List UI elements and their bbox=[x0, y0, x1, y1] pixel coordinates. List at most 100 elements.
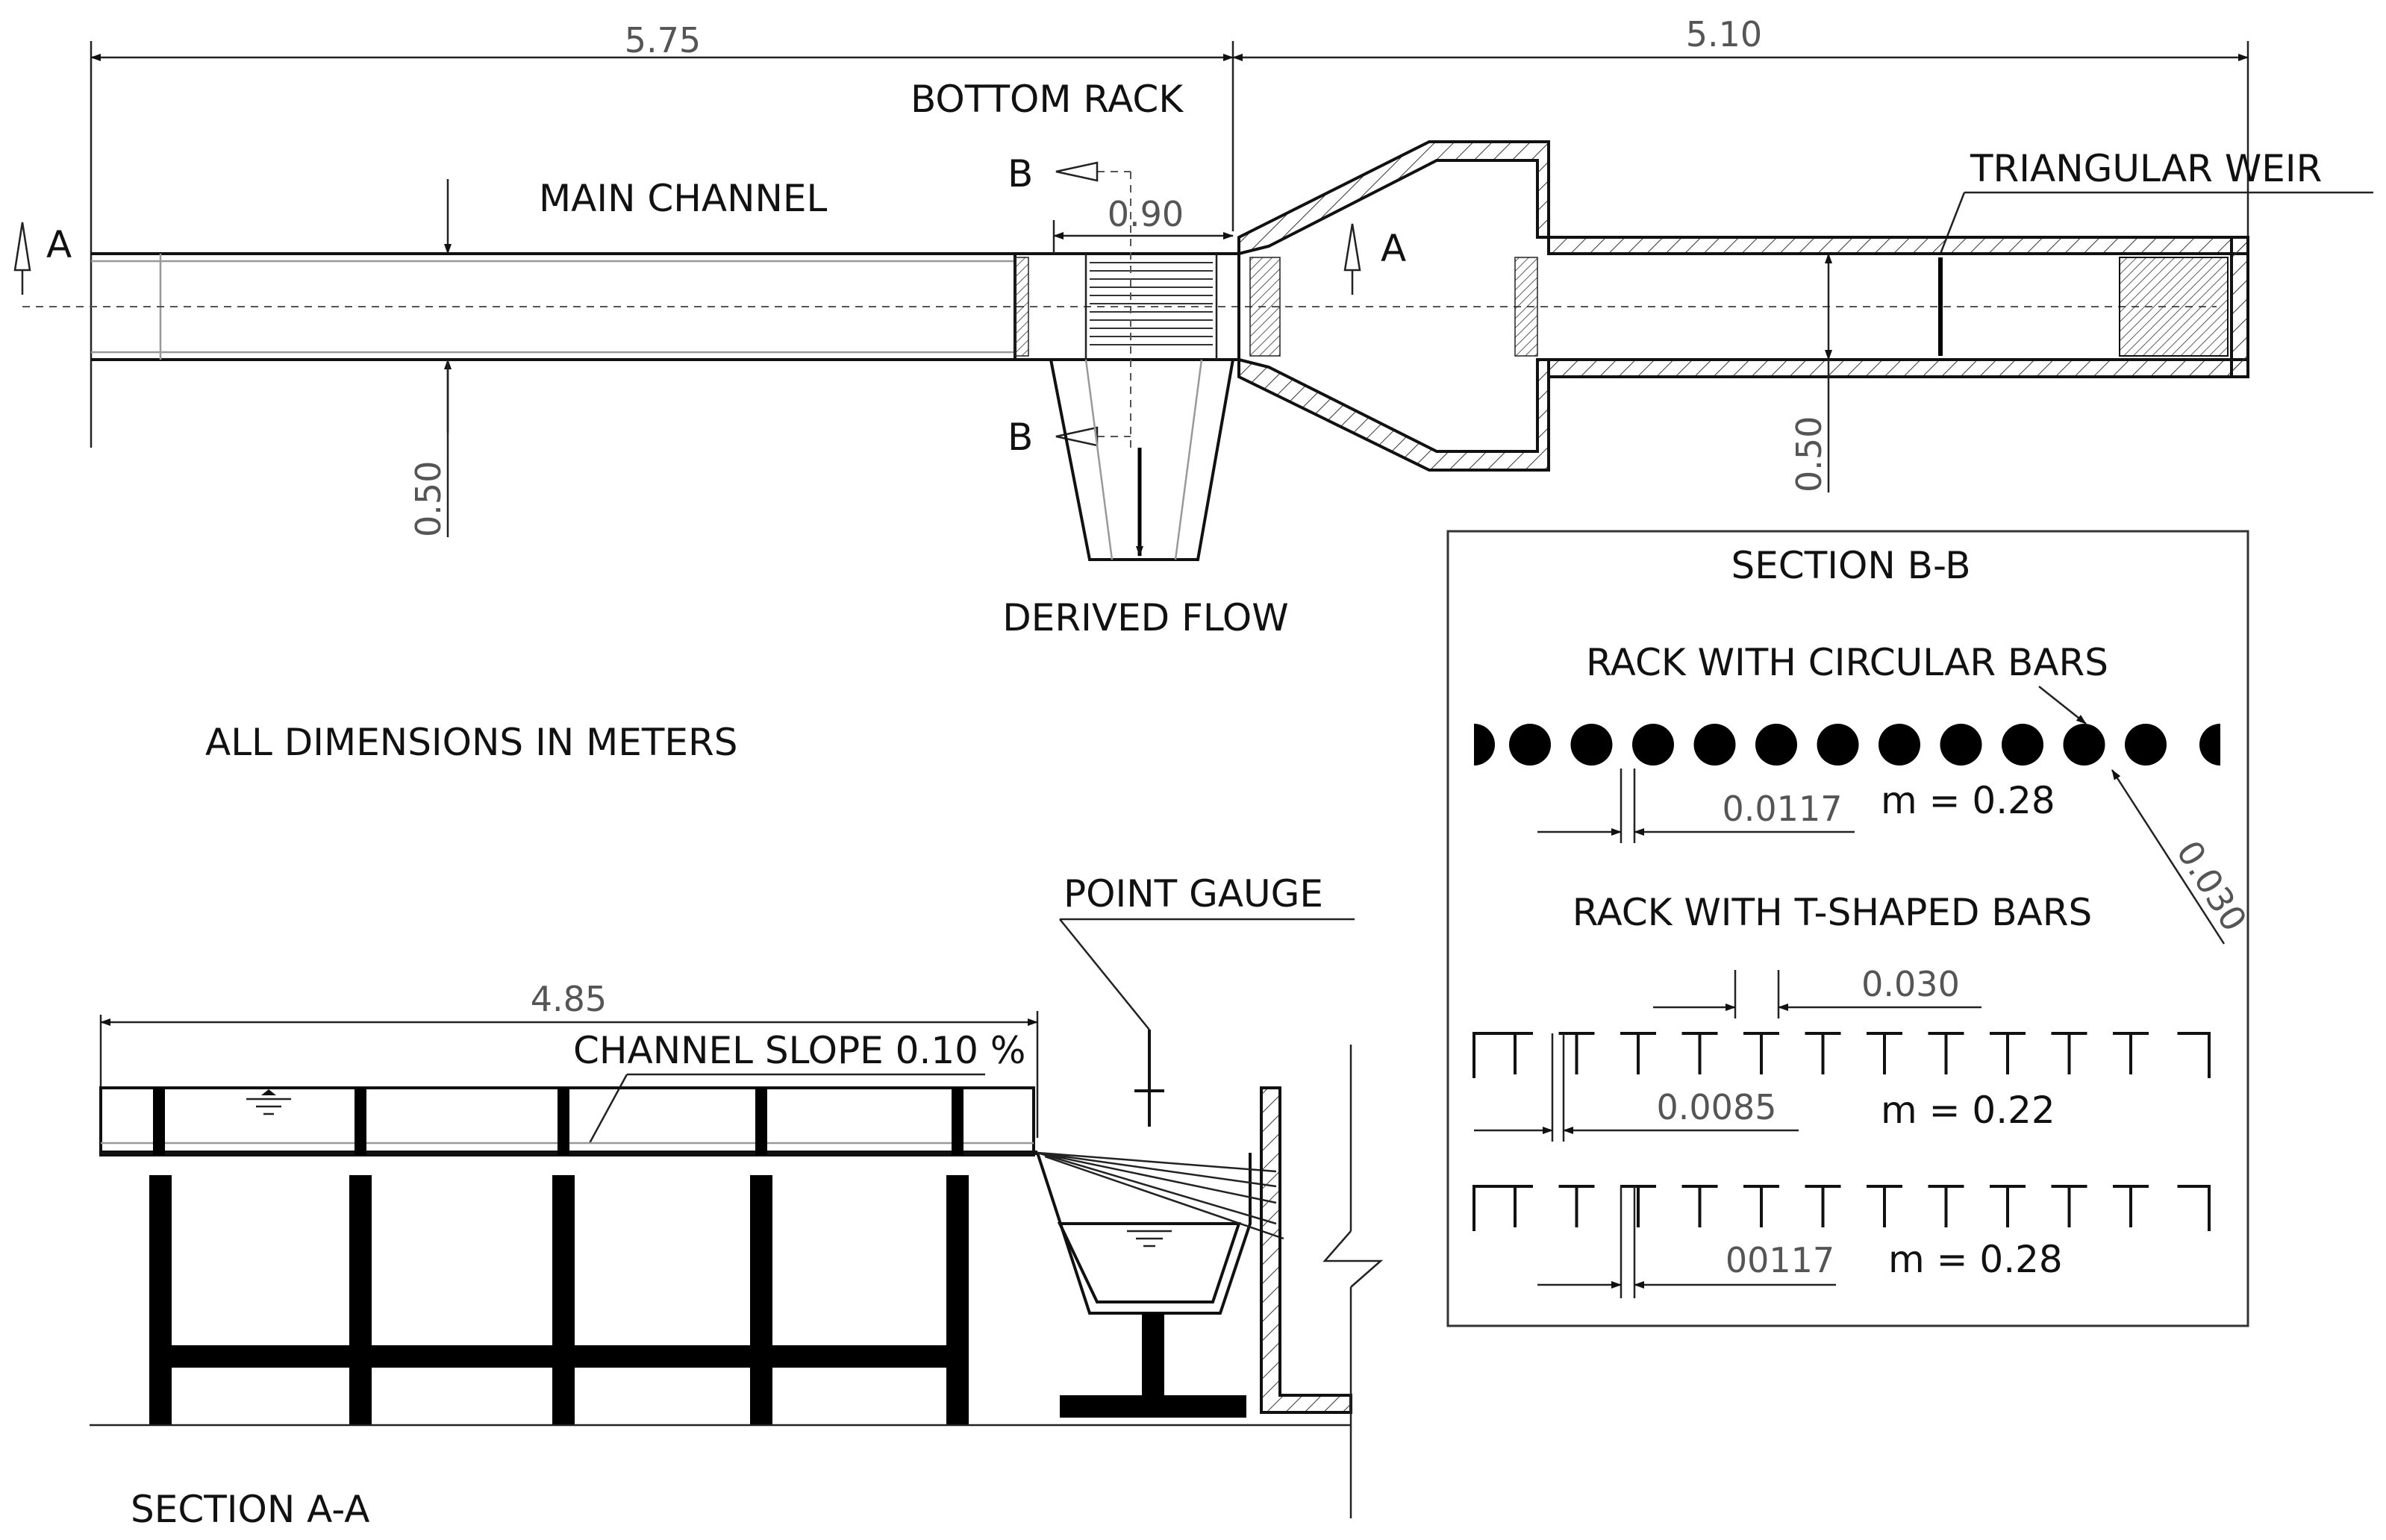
dim-label-main-length: 5.75 bbox=[625, 20, 701, 60]
transition-wall-bottom bbox=[1237, 357, 1550, 472]
tshaped-bar bbox=[1867, 1032, 1902, 1074]
tshaped-spacing-2-label: 00117 bbox=[1726, 1240, 1834, 1280]
point-gauge-label: POINT GAUGE bbox=[1064, 872, 1323, 915]
tshaped-bar bbox=[2113, 1032, 2149, 1074]
tank-support bbox=[1142, 1313, 1164, 1395]
dim-label-channel-width-right: 0.50 bbox=[1789, 416, 1829, 492]
tshaped-spacing-1-label: 0.0085 bbox=[1657, 1087, 1777, 1127]
plan-view: 5.75 5.10 BOTTOM RACK MAIN CHANNEL TRIAN… bbox=[13, 14, 2373, 639]
units-note: ALL DIMENSIONS IN METERS bbox=[205, 721, 737, 764]
tshaped-bar bbox=[2113, 1185, 2149, 1227]
tshaped-bar bbox=[1497, 1032, 1533, 1074]
section-a-arrow-left bbox=[13, 222, 31, 272]
circular-bar bbox=[1817, 724, 1859, 766]
circular-bar bbox=[2125, 724, 2167, 766]
slope-leader bbox=[588, 1074, 628, 1144]
collection-tank bbox=[1036, 1152, 1252, 1315]
section-a-marker-left: A bbox=[46, 223, 72, 266]
diameter-leader-top bbox=[2038, 686, 2087, 724]
dim-label-rack-width: 0.90 bbox=[1108, 194, 1184, 234]
circular-bar bbox=[1693, 724, 1736, 766]
channel-slope-label: CHANNEL SLOPE 0.10 % bbox=[573, 1029, 1025, 1072]
tshaped-bar bbox=[1990, 1185, 2026, 1227]
tshaped-m-2-label: m = 0.28 bbox=[1888, 1238, 2063, 1281]
circular-bar bbox=[1509, 724, 1551, 766]
tshaped-bar-end bbox=[1472, 1185, 1500, 1231]
tshaped-bar-end bbox=[2177, 1185, 2211, 1231]
break-symbol bbox=[1322, 1230, 1384, 1288]
channel-post bbox=[153, 1088, 165, 1155]
derived-flow-label: DERIVED FLOW bbox=[1002, 596, 1288, 639]
circular-bar bbox=[1632, 724, 1674, 766]
outlet-wall bbox=[1260, 1086, 1352, 1414]
diameter-leader-bottom bbox=[2111, 769, 2226, 945]
section-b-marker-top: B bbox=[1008, 152, 1033, 195]
downstream-wall-top bbox=[1547, 236, 2249, 255]
tshaped-bar bbox=[1867, 1185, 1902, 1227]
tshaped-width-label: 0.030 bbox=[1861, 964, 1960, 1004]
circular-bar bbox=[2063, 724, 2105, 766]
derived-flow-hopper bbox=[1049, 359, 1234, 561]
tshaped-m-1-label: m = 0.22 bbox=[1881, 1089, 2055, 1132]
circular-m-label: m = 0.28 bbox=[1881, 779, 2055, 822]
section-b-arrow-bottom bbox=[1055, 426, 1099, 447]
section-aa: 4.85 CHANNEL SLOPE 0.10 % POINT GAUGE bbox=[90, 872, 1384, 1531]
circular-rack-title: RACK WITH CIRCULAR BARS bbox=[1586, 641, 2108, 684]
circular-bar-half bbox=[1474, 724, 1495, 766]
circular-diameter-label: 0.030 bbox=[2169, 833, 2255, 938]
tshaped-bar bbox=[1620, 1185, 1656, 1227]
circular-bar bbox=[1940, 724, 1982, 766]
circular-bar bbox=[1755, 724, 1797, 766]
channel-post bbox=[755, 1088, 767, 1155]
circular-bar bbox=[1878, 724, 1920, 766]
section-b-arrow-top bbox=[1055, 161, 1099, 182]
tank-water-symbol bbox=[1127, 1230, 1172, 1248]
tshaped-bar bbox=[1681, 1032, 1718, 1074]
channel-post bbox=[952, 1088, 964, 1155]
inflow-tubes bbox=[1037, 1151, 1284, 1240]
tshaped-bar-end bbox=[1472, 1032, 1500, 1078]
section-bb-frame bbox=[1446, 530, 2249, 1327]
tshaped-bar bbox=[1497, 1185, 1533, 1227]
section-b-marker-bottom: B bbox=[1008, 416, 1033, 459]
transition-wall-top bbox=[1237, 140, 1550, 256]
tshaped-bars-row-2 bbox=[1472, 1185, 2211, 1231]
tshaped-bars-row-1 bbox=[1472, 1032, 2211, 1078]
rack-bars bbox=[1090, 262, 1213, 345]
tshaped-bar bbox=[1743, 1032, 1779, 1074]
tshaped-bar bbox=[1805, 1185, 1841, 1227]
section-aa-title: SECTION A-A bbox=[131, 1488, 369, 1531]
circular-bar-half bbox=[2199, 724, 2220, 766]
channel-posts bbox=[153, 1088, 964, 1155]
circular-bars bbox=[1474, 724, 2220, 766]
dim-label-downstream-length: 5.10 bbox=[1686, 14, 1762, 54]
tshaped-bar-end bbox=[2177, 1032, 2211, 1078]
circular-bar bbox=[1570, 724, 1613, 766]
main-channel-label: MAIN CHANNEL bbox=[539, 177, 827, 220]
section-bb-title: SECTION B-B bbox=[1731, 544, 1970, 587]
tshaped-bar bbox=[1681, 1185, 1718, 1227]
bottom-rack-label: BOTTOM RACK bbox=[911, 78, 1184, 121]
dim-label-channel-length: 4.85 bbox=[531, 979, 607, 1019]
dim-label-channel-width-left: 0.50 bbox=[408, 461, 449, 537]
channel-post bbox=[355, 1088, 366, 1155]
tshaped-bar bbox=[2051, 1032, 2087, 1074]
circular-bar bbox=[2002, 724, 2043, 766]
tshaped-bar bbox=[1558, 1185, 1595, 1227]
tshaped-bar bbox=[1990, 1032, 2026, 1074]
section-a-marker-right: A bbox=[1381, 227, 1406, 270]
downstream-tank bbox=[2119, 257, 2229, 357]
circular-spacing-label: 0.0117 bbox=[1723, 789, 1843, 829]
triangular-weir-label: TRIANGULAR WEIR bbox=[1970, 147, 2322, 190]
tshaped-bar bbox=[1558, 1032, 1595, 1074]
tshaped-bar bbox=[1805, 1032, 1841, 1074]
tshaped-bar bbox=[1928, 1185, 1964, 1227]
tshaped-bar bbox=[1620, 1032, 1656, 1074]
tshaped-bar bbox=[1743, 1185, 1779, 1227]
downstream-wall-bottom bbox=[1547, 358, 2249, 378]
section-bb-panel: SECTION B-B RACK WITH CIRCULAR BARS 0.03… bbox=[1446, 530, 2255, 1327]
tshaped-bar bbox=[2051, 1185, 2087, 1227]
support-frame bbox=[149, 1175, 969, 1425]
